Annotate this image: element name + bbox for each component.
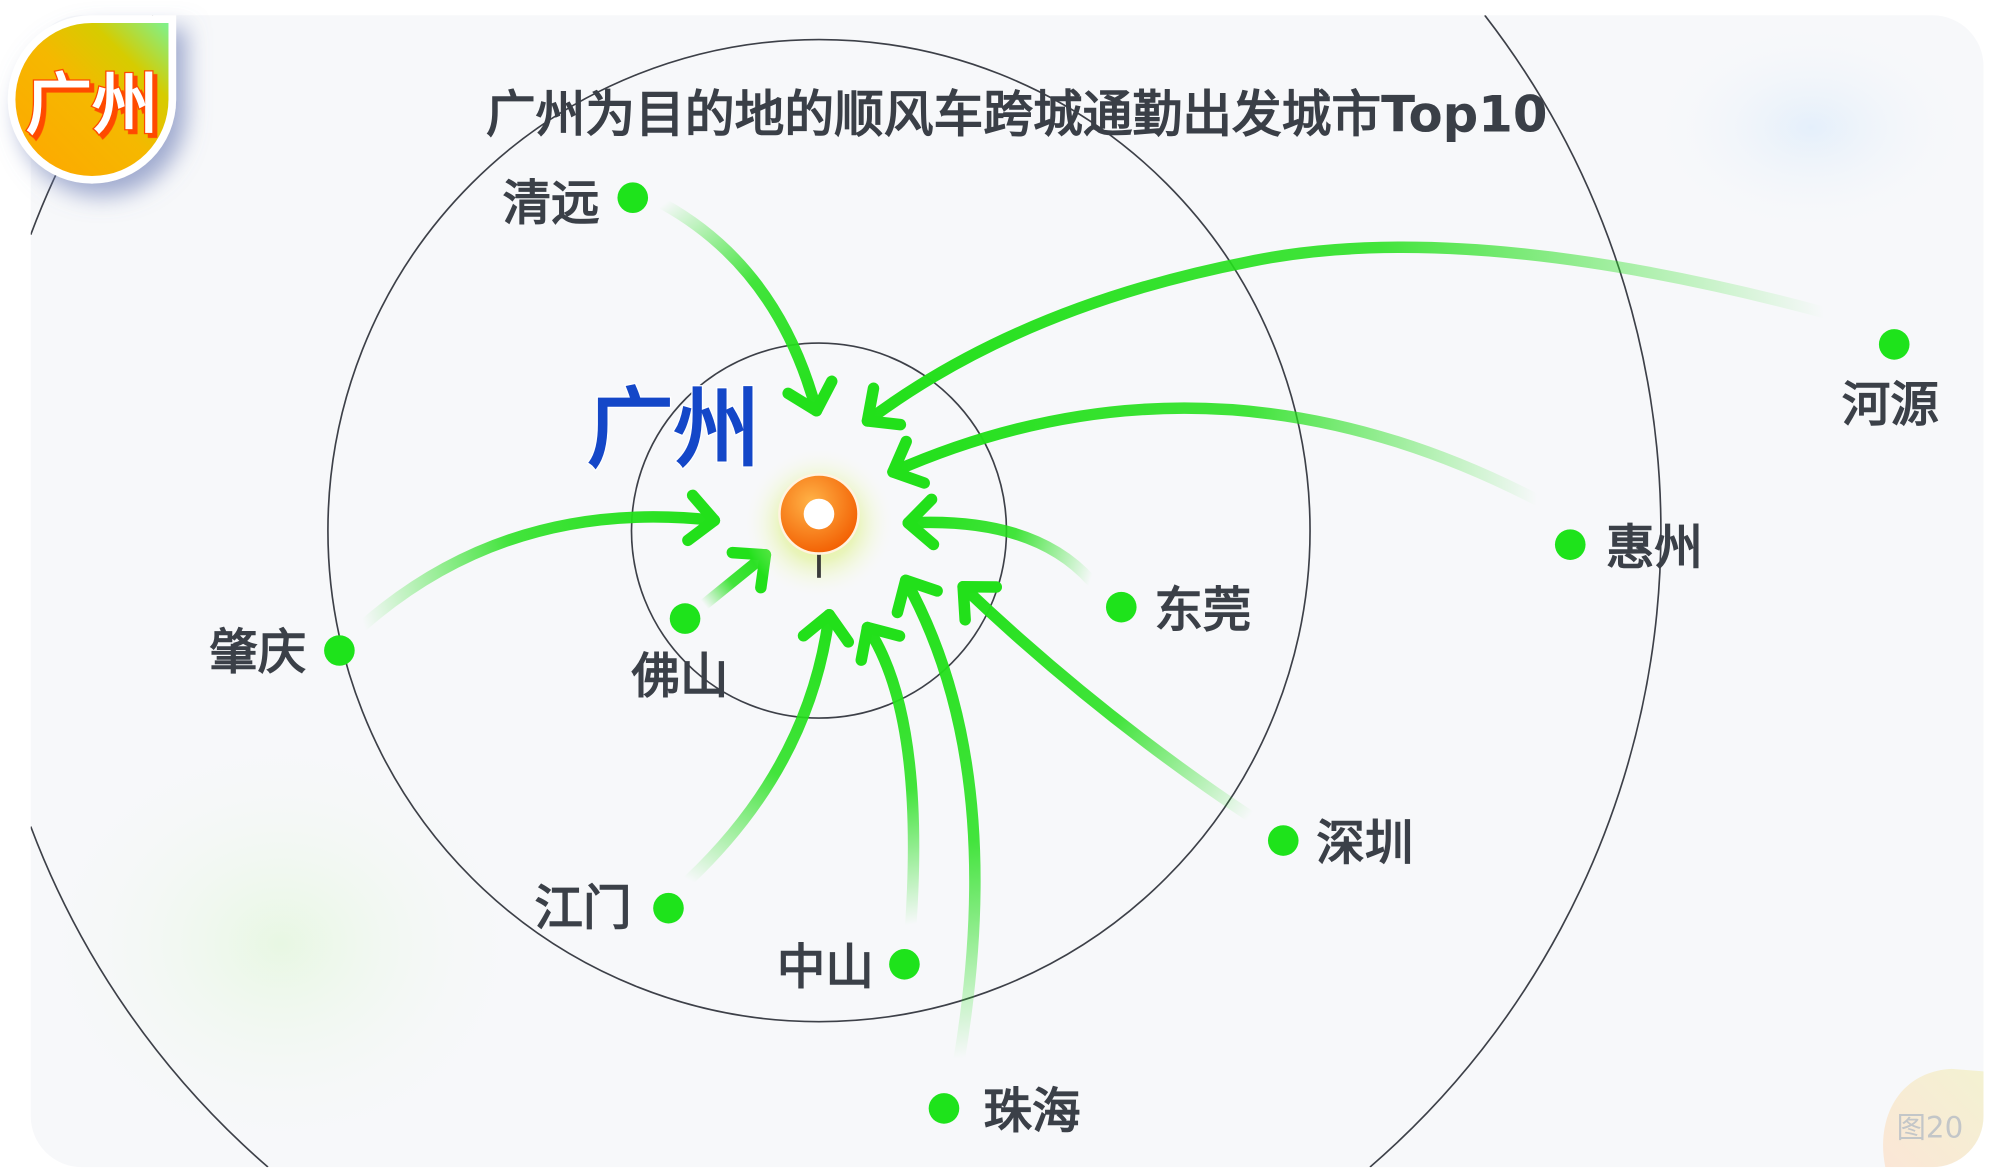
city-label: 佛山 (631, 649, 729, 705)
city-label: 中山 (777, 939, 874, 995)
city-label: 清远 (503, 175, 600, 231)
city-dot (1105, 591, 1137, 623)
arrow-7 (861, 621, 920, 931)
city-dot (1878, 329, 1910, 360)
destination-marker (742, 446, 896, 600)
city-label: 肇庆 (209, 624, 306, 680)
city-node: 肇庆 (209, 624, 355, 680)
city-label: 江门 (535, 881, 632, 937)
arrowhead-icon (861, 382, 907, 431)
city-node: 佛山 (631, 603, 729, 705)
arrowhead-icon (682, 489, 721, 547)
chart-title: 广州为目的地的顺风车跨城通勤出发城市Top10 (486, 85, 1548, 143)
city-node: 东莞 (1105, 582, 1251, 638)
arrowhead-icon (797, 609, 855, 648)
city-dot (617, 182, 649, 214)
card (30, 15, 1984, 1168)
city-node: 珠海 (928, 1084, 1081, 1140)
arrowhead-icon (891, 574, 943, 619)
city-node: 惠州 (1554, 520, 1703, 576)
figure-corner-shape (1883, 1068, 1984, 1168)
arrowhead-icon (782, 375, 838, 417)
destination-label: 广州 (587, 379, 760, 480)
arrowhead-icon (887, 435, 930, 489)
arrow-6 (899, 574, 981, 1065)
arrowhead-icon (902, 493, 940, 551)
city-node: 江门 (535, 881, 684, 937)
city-dot (669, 603, 701, 634)
city-label: 珠海 (984, 1084, 1081, 1140)
arrow-10 (357, 511, 721, 631)
middle-ring (327, 38, 1311, 1023)
arrow-4 (902, 516, 1097, 587)
city-badge: 广州 (7, 15, 177, 184)
city-label: 深圳 (1316, 816, 1413, 872)
city-node: 清远 (503, 175, 649, 231)
arrow-3 (887, 402, 1543, 506)
city-dot (1554, 529, 1586, 560)
figure-number: 图20 (1897, 1111, 1964, 1145)
badge-label: 广州 (26, 66, 159, 144)
arrow-5 (957, 580, 1256, 823)
arrow-1 (657, 198, 823, 417)
arrow-2 (861, 241, 1830, 427)
city-dot (324, 635, 355, 666)
city-label: 东莞 (1154, 582, 1251, 638)
city-node: 河源 (1842, 329, 1939, 433)
arrowhead-icon (957, 580, 1003, 626)
arrow-8 (683, 609, 835, 886)
city-dot (1267, 825, 1299, 856)
arrowhead-icon (855, 621, 906, 666)
city-label: 河源 (1842, 377, 1939, 433)
city-node: 深圳 (1267, 816, 1413, 872)
city-dot (928, 1093, 960, 1124)
city-dot (653, 892, 684, 924)
arrows-layer (357, 198, 1830, 1065)
city-label: 惠州 (1606, 520, 1703, 576)
city-node: 中山 (777, 939, 920, 995)
city-dot (889, 948, 920, 980)
